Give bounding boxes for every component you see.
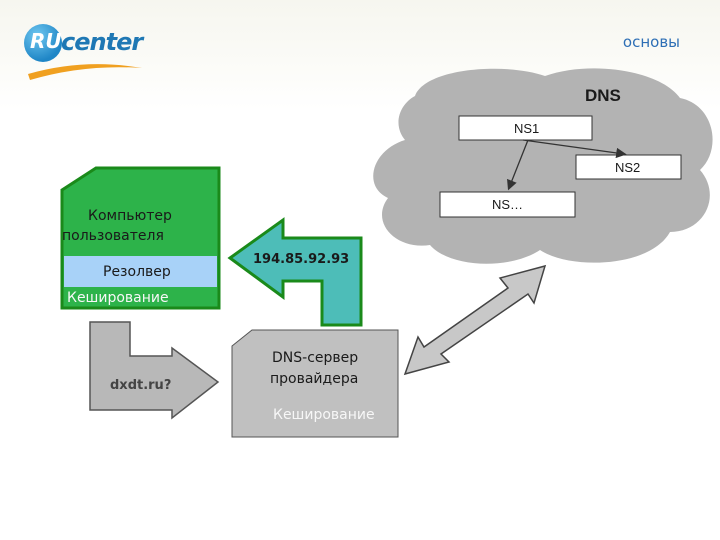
computer-cache-label: Кеширование	[67, 290, 169, 306]
server-label-line1: DNS-сервер	[272, 350, 359, 366]
query-label: dxdt.ru?	[110, 378, 172, 393]
logo-circle-icon	[24, 24, 62, 62]
computer-label-line1: Компьютер	[88, 208, 172, 224]
logo-ru-text: RU	[30, 29, 62, 53]
ip-answer-arrow	[227, 217, 363, 327]
server-cache-label: Кеширование	[273, 407, 375, 423]
server-cloud-double-arrow	[403, 264, 547, 376]
arrow-ns1-to-nsmore	[507, 139, 529, 191]
ns-more-box	[439, 191, 576, 218]
ns1-label: NS1	[514, 121, 540, 136]
ns2-label: NS2	[615, 160, 641, 175]
provider-dns-server-shape	[231, 329, 399, 438]
ip-answer-label: 194.85.92.93	[253, 252, 350, 267]
resolver-label: Резолвер	[103, 264, 171, 280]
computer-label-line2: пользователя	[62, 228, 164, 244]
logo-center-text: center	[61, 28, 143, 56]
section-title: основы	[622, 33, 680, 51]
query-arrow	[89, 321, 220, 420]
ns-more-label: NS…	[492, 197, 524, 212]
ns1-box	[458, 115, 593, 141]
ns2-box	[575, 154, 682, 180]
logo-swoosh-icon	[28, 64, 142, 80]
server-label-line2: провайдера	[270, 371, 359, 387]
arrow-ns1-to-ns2	[522, 139, 627, 159]
dns-cloud-title: DNS	[585, 86, 621, 105]
ru-center-logo-icon: RU center	[24, 22, 143, 80]
resolver-box	[64, 256, 217, 287]
